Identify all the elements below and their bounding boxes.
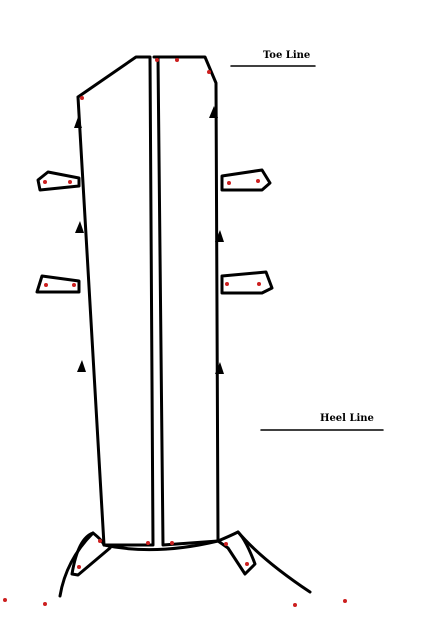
red-dot-marker [146,541,150,545]
red-dot-marker [80,96,84,100]
red-dot-marker [43,602,47,606]
red-dot-marker [3,598,7,602]
red-dot-marker [98,539,102,543]
red-dot-marker [72,283,76,287]
heel-hem [102,539,220,552]
marker-group [3,58,347,607]
right-lower-tab [220,270,274,295]
arrowhead-up-icon [209,106,218,118]
left-panel-outline [76,55,155,547]
red-dot-marker [257,282,261,286]
red-dot-marker [227,181,231,185]
red-dot-marker [175,58,179,62]
left-upper-tab [36,170,81,192]
left-lower-tab [35,274,81,294]
arrowhead-up-icon [75,221,84,233]
heel-flap-left-base [58,531,95,598]
arrowhead-up-icon [215,230,224,242]
right-panel-outline [152,55,220,547]
heel-flap-right-base [236,530,312,594]
right-upper-tab [220,168,272,192]
red-dot-marker [155,58,159,62]
arrowhead-up-icon [74,117,82,128]
red-dot-marker [224,542,228,546]
red-dot-marker [207,70,211,74]
red-dot-marker [343,599,347,603]
toe-line-label: Toe Line [263,50,311,61]
heel-line-label: Heel Line [320,413,374,424]
red-dot-marker [225,282,229,286]
red-dot-marker [256,179,260,183]
red-dot-marker [170,541,174,545]
red-dot-marker [77,565,81,569]
arrowhead-up-icon [77,360,86,372]
red-dot-marker [68,180,72,184]
red-dot-marker [43,180,47,184]
red-dot-marker [293,603,297,607]
red-dot-marker [245,562,249,566]
red-dot-marker [44,283,48,287]
heel-flap-right [216,530,257,576]
arrowhead-up-icon [215,362,224,374]
arrow-group [74,106,224,374]
